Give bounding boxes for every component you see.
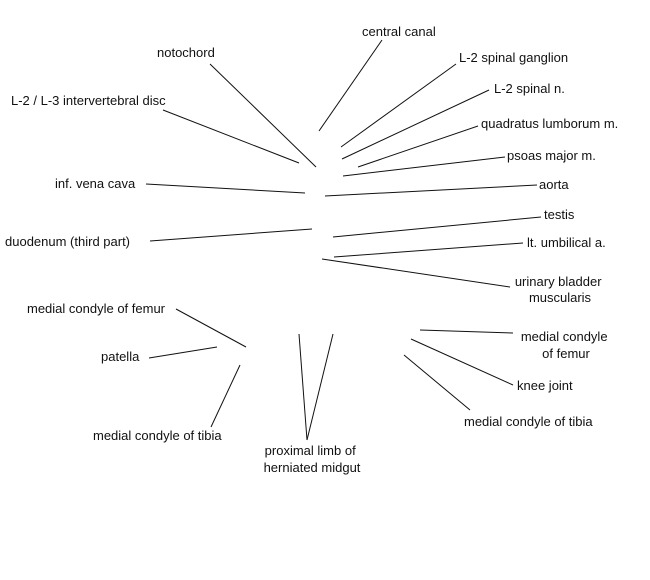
label-notochord: notochord (157, 45, 215, 60)
labels: central canal notochord L-2 spinal gangl… (5, 24, 618, 475)
label-urinary-bladder-line1: urinary bladder (515, 274, 602, 289)
label-proximal-limb-line1: proximal limb of (265, 443, 356, 458)
label-patella: patella (101, 349, 140, 364)
leader-line-l2-spinal-ganglion (340, 63, 457, 148)
leader-line-duodenum (149, 228, 313, 242)
label-medial-condyle-tibia-left: medial condyle of tibia (93, 428, 222, 443)
leader-lines (145, 39, 542, 441)
leader-line-medial-condyle-tibia-left (210, 364, 241, 428)
label-testis: testis (544, 207, 575, 222)
label-proximal-limb: proximal limb of herniated midgut (264, 443, 361, 475)
label-psoas-major: psoas major m. (507, 148, 596, 163)
label-lt-umbilical-a: lt. umbilical a. (527, 235, 606, 250)
leader-line-medial-condyle-tibia-right (403, 354, 471, 411)
leader-line-l2-spinal-n (341, 89, 490, 160)
leader-line-urinary-bladder (321, 258, 511, 288)
label-proximal-limb-line2: herniated midgut (264, 460, 361, 475)
label-quadratus-lumborum: quadratus lumborum m. (481, 116, 618, 131)
leader-line-medial-condyle-femur-left (175, 308, 247, 348)
leader-line-aorta (324, 184, 538, 197)
leader-line-l2-l3-disc (162, 109, 300, 164)
leader-line-lt-umbilical-a (333, 242, 524, 258)
leader-line-knee-joint (410, 338, 514, 386)
label-central-canal: central canal (362, 24, 436, 39)
label-inf-vena-cava: inf. vena cava (55, 176, 136, 191)
leader-line-inf-vena-cava (145, 183, 306, 194)
leader-line-proximal-limb-a (298, 333, 308, 441)
leader-line-notochord (209, 63, 317, 168)
label-l2-spinal-n: L-2 spinal n. (494, 81, 565, 96)
label-duodenum: duodenum (third part) (5, 234, 130, 249)
label-medial-condyle-tibia-right: medial condyle of tibia (464, 414, 593, 429)
label-l2-l3-disc: L-2 / L-3 intervertebral disc (11, 93, 166, 108)
label-aorta: aorta (539, 177, 569, 192)
leader-line-medial-condyle-femur-right (419, 329, 514, 334)
label-medial-condyle-femur-right-line2: of femur (542, 346, 590, 361)
label-medial-condyle-femur-right-line1: medial condyle (521, 329, 608, 344)
leader-line-central-canal (318, 39, 383, 132)
label-urinary-bladder: urinary bladder muscularis (515, 274, 605, 305)
leader-line-psoas-major (342, 156, 506, 177)
leader-line-testis (332, 216, 542, 238)
label-l2-spinal-ganglion: L-2 spinal ganglion (459, 50, 568, 65)
leader-line-quadratus-lumborum (357, 125, 479, 168)
label-medial-condyle-femur-right: medial condyle of femur (521, 329, 611, 361)
label-knee-joint: knee joint (517, 378, 573, 393)
label-medial-condyle-femur-left: medial condyle of femur (27, 301, 166, 316)
leader-line-patella (148, 346, 218, 359)
leader-line-proximal-limb-b (306, 333, 334, 441)
label-urinary-bladder-line2: muscularis (529, 290, 592, 305)
